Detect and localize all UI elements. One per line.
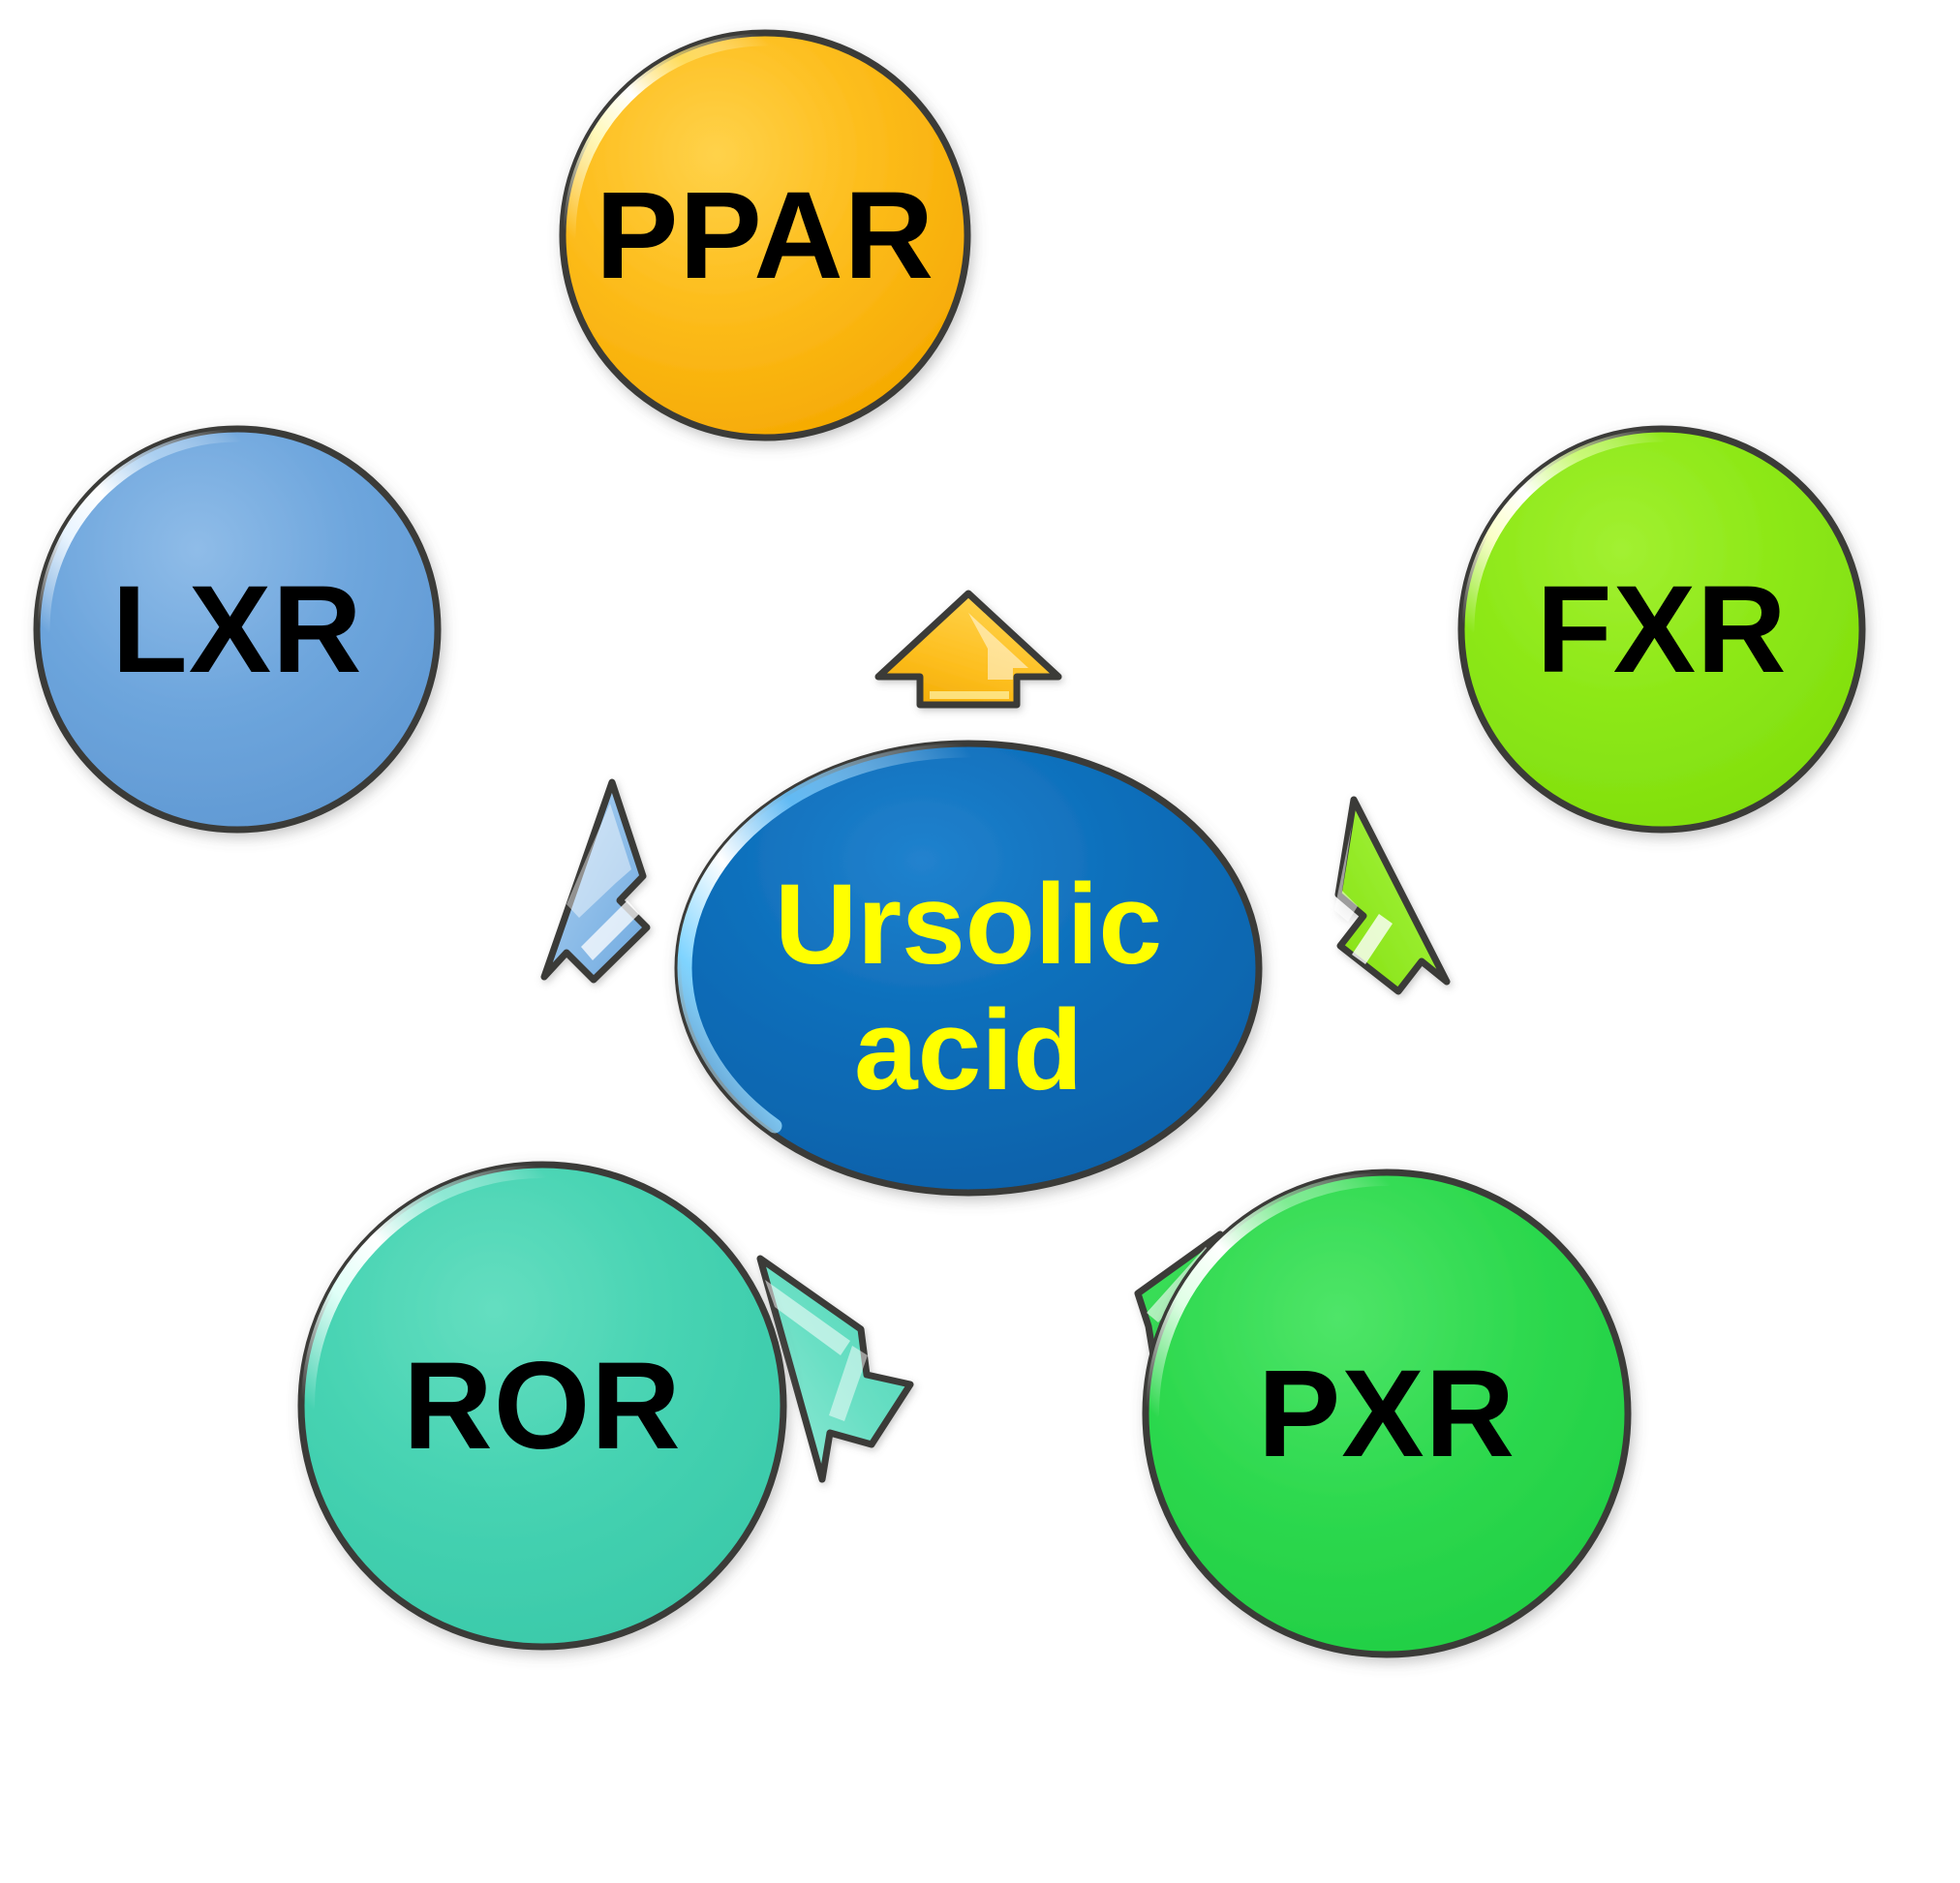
node-label-fxr: FXR <box>1537 561 1788 699</box>
node-lxr[interactable]: LXR <box>33 425 442 834</box>
pxr-gloss-rim <box>1146 1172 1393 1420</box>
node-fxr[interactable]: FXR <box>1457 425 1866 834</box>
node-label-lxr: LXR <box>112 561 363 699</box>
fxr-gloss-rim <box>1461 429 1669 636</box>
center-label-line2: acid <box>854 987 1083 1114</box>
ppar-circle[interactable] <box>559 29 971 441</box>
fxr-circle[interactable] <box>1457 425 1866 834</box>
ppar-gloss-rim <box>563 33 772 242</box>
arrow-to-ror <box>756 1255 914 1483</box>
lxr-gloss-rim <box>37 429 244 636</box>
node-ursolic-acid[interactable]: Ursolic acid <box>674 740 1263 1197</box>
node-label-ror: ROR <box>403 1337 681 1475</box>
ursolic-acid-gloss-rim <box>677 743 976 1134</box>
node-label-pxr: PXR <box>1258 1345 1516 1483</box>
node-ror[interactable]: ROR <box>297 1161 787 1651</box>
node-label-ppar: PPAR <box>596 167 934 305</box>
center-label-line1: Ursolic <box>775 861 1162 988</box>
arrow-to-ppar <box>874 590 1062 709</box>
lxr-circle[interactable] <box>33 425 442 834</box>
arrow-to-lxr <box>540 778 651 984</box>
arrow-to-fxr <box>1334 796 1451 995</box>
ror-gloss-rim <box>301 1165 549 1412</box>
node-ppar[interactable]: PPAR <box>559 29 971 441</box>
node-pxr[interactable]: PXR <box>1142 1169 1632 1658</box>
